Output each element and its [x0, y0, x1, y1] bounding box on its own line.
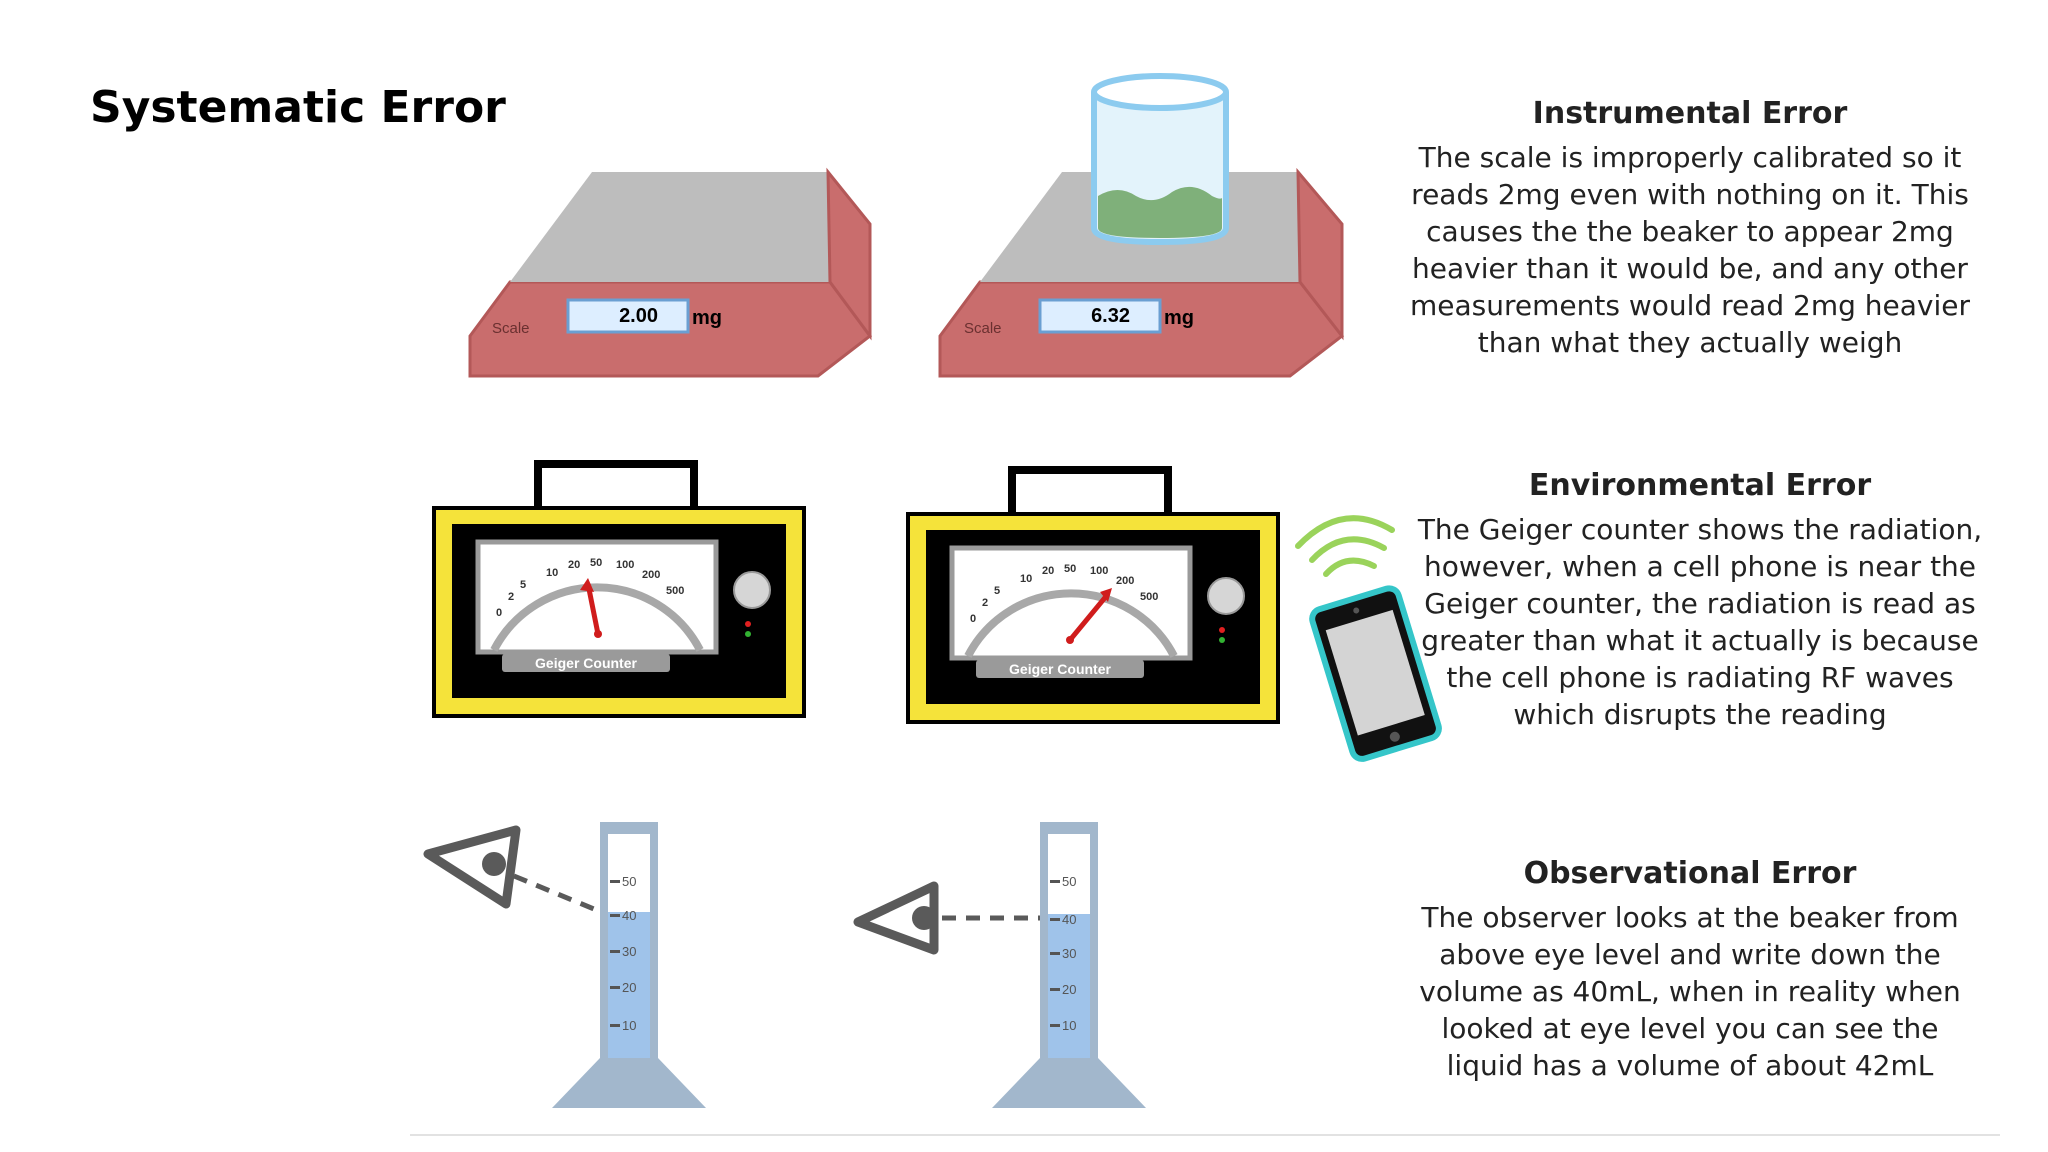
- scale-beaker-label: Scale: [964, 320, 1002, 337]
- dial-tick-label: 100: [1090, 565, 1108, 577]
- graduated-cylinder-left: 50 40 30 20 10: [552, 822, 706, 1108]
- sightline-above: [513, 873, 607, 917]
- cylinder-tick-label: 50: [622, 874, 636, 889]
- dial-tick-label: 0: [970, 613, 976, 625]
- eye-icon: [423, 825, 521, 909]
- signal-icon: [1295, 515, 1395, 577]
- cylinder-tick-label: 30: [1062, 946, 1076, 961]
- needle-interference: [1068, 592, 1110, 642]
- graduated-cylinder-right: 50 40 30 20 10: [992, 822, 1146, 1108]
- observational-error-section: Observational Error The observer looks a…: [1400, 856, 1980, 1084]
- instrumental-error-section: Instrumental Error The scale is improper…: [1410, 96, 1970, 361]
- cylinder-tick-label: 40: [622, 908, 636, 923]
- dial-tick-label: 50: [1064, 563, 1076, 575]
- dial-tick-label: 500: [666, 585, 684, 597]
- knob-normal: [733, 571, 771, 609]
- scale-empty-unit: mg: [692, 307, 722, 329]
- cylinder-tick-label: 10: [1062, 1018, 1076, 1033]
- dial-tick-label: 50: [590, 557, 602, 569]
- dial-tick-label: 2: [982, 597, 988, 609]
- needle-normal: [585, 583, 601, 635]
- cylinder-tick-label: 20: [1062, 982, 1076, 997]
- cell-phone: [1295, 515, 1442, 762]
- dial-tick-label: 10: [1020, 573, 1032, 585]
- instrumental-error-heading: Instrumental Error: [1532, 96, 1848, 131]
- page-title: Systematic Error: [90, 82, 506, 133]
- scale-empty-reading: 2.00: [619, 305, 658, 327]
- dial-tick-label: 5: [994, 585, 1000, 597]
- scale-beaker-display: [1038, 298, 1162, 334]
- knob-interference: [1207, 577, 1245, 615]
- environmental-error-body: The Geiger counter shows the radiation, …: [1417, 513, 1983, 731]
- scale-with-beaker: 6.32 mg Scale: [938, 73, 1345, 378]
- cylinder-ticks-right: 50 40 30 20 10: [1050, 874, 1076, 1033]
- instrumental-error-body: The scale is improperly calibrated so it…: [1410, 141, 1970, 359]
- dial-tick-label: 10: [546, 567, 558, 579]
- cylinder-tick-label: 40: [1062, 912, 1076, 927]
- geiger-counter-normal: 0 2 5 10 20 50 100 200 500 Geiger Counte…: [432, 460, 806, 718]
- dial-tick-label: 0: [496, 607, 502, 619]
- dial-tick-label: 5: [520, 579, 526, 591]
- dial-tick-label: 200: [642, 569, 660, 581]
- scale-empty-label: Scale: [492, 320, 530, 337]
- dial-ticks-interference: 0 2 5 10 20 50 100 200 500: [970, 563, 1158, 625]
- dial-tick-label: 100: [616, 559, 634, 571]
- dial-tick-label: 200: [1116, 575, 1134, 587]
- beaker: [1091, 73, 1229, 246]
- environmental-error-section: Environmental Error The Geiger counter s…: [1410, 468, 1990, 733]
- scale-beaker-reading: 6.32: [1091, 305, 1130, 327]
- observer-eye-level: [853, 881, 1042, 955]
- liquid-right: [1048, 914, 1090, 1058]
- dial-tick-label: 2: [508, 591, 514, 603]
- geiger-counter-interference: 0 2 5 10 20 50 100 200 500 Geiger Counte…: [906, 466, 1280, 724]
- dial-tick-label: 20: [568, 559, 580, 571]
- observational-error-body: The observer looks at the beaker from ab…: [1419, 901, 1961, 1082]
- geiger-label-interference: Geiger Counter: [1009, 661, 1111, 677]
- cylinder-tick-label: 50: [1062, 874, 1076, 889]
- dial-ticks-normal: 0 2 5 10 20 50 100 200 500: [496, 557, 684, 619]
- observational-error-heading: Observational Error: [1523, 856, 1857, 891]
- cylinder-tick-label: 30: [622, 944, 636, 959]
- environmental-error-heading: Environmental Error: [1528, 468, 1872, 503]
- cylinder-ticks-left: 50 40 30 20 10: [610, 874, 636, 1033]
- dial-tick-label: 20: [1042, 565, 1054, 577]
- bottom-divider: [410, 1134, 2000, 1136]
- scale-empty: 2.00 mg Scale: [468, 167, 873, 378]
- geiger-label-normal: Geiger Counter: [535, 655, 637, 671]
- cylinder-tick-label: 10: [622, 1018, 636, 1033]
- observer-eye-above: [423, 825, 607, 917]
- dial-tick-label: 500: [1140, 591, 1158, 603]
- scale-empty-display: [566, 298, 690, 334]
- liquid-left: [608, 912, 650, 1058]
- cylinder-tick-label: 20: [622, 980, 636, 995]
- scale-beaker-unit: mg: [1164, 307, 1194, 329]
